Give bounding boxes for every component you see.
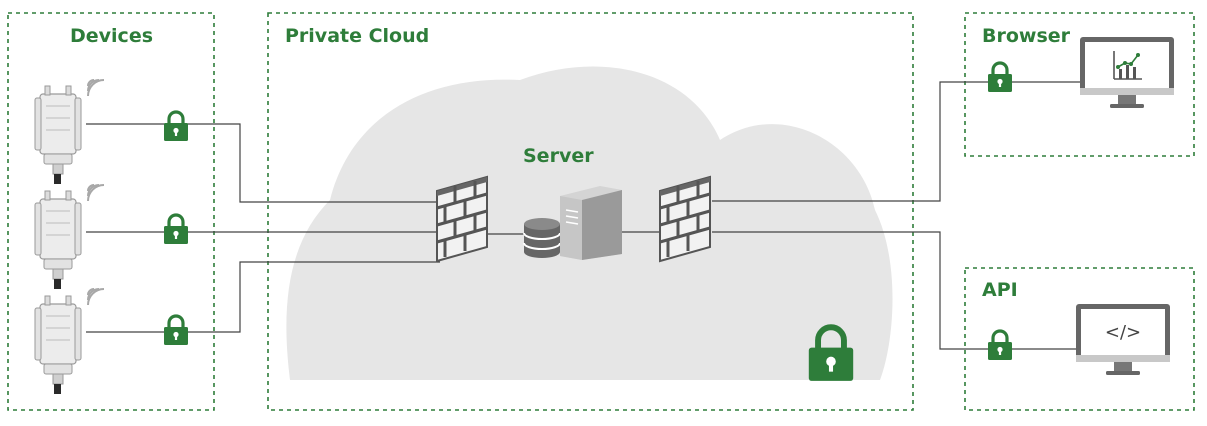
firewall-icon (435, 175, 489, 263)
api-label: API (982, 279, 1018, 301)
device-1-link (86, 123, 440, 203)
browser-group-box (964, 12, 1195, 157)
server-label: Server (523, 145, 594, 167)
firewall-icon (658, 175, 712, 263)
server-icon (560, 186, 622, 260)
devices-group-box (7, 12, 215, 411)
devices-label: Devices (70, 25, 153, 47)
wifi-icon (87, 288, 105, 306)
api-group-box (964, 267, 1195, 411)
browser-label: Browser (982, 25, 1071, 47)
wifi-icon (87, 79, 105, 97)
lock-icon (986, 61, 1014, 94)
sensor-device-icon (34, 85, 82, 185)
private-cloud-label: Private Cloud (285, 25, 429, 47)
lock-icon (162, 110, 190, 143)
device-3-link (86, 261, 440, 333)
lock-icon (986, 329, 1014, 362)
chart-icon (1113, 51, 1142, 80)
code-icon: </> (1105, 322, 1141, 343)
monitor-icon (1080, 37, 1174, 108)
database-icon (523, 218, 561, 258)
wifi-icon (87, 184, 105, 202)
lock-icon (162, 314, 190, 347)
lock-icon (162, 213, 190, 246)
sensor-device-icon (34, 190, 82, 290)
sensor-device-icon (34, 295, 82, 395)
private-cloud-group-box (267, 12, 914, 411)
monitor-icon: </> (1076, 304, 1170, 375)
